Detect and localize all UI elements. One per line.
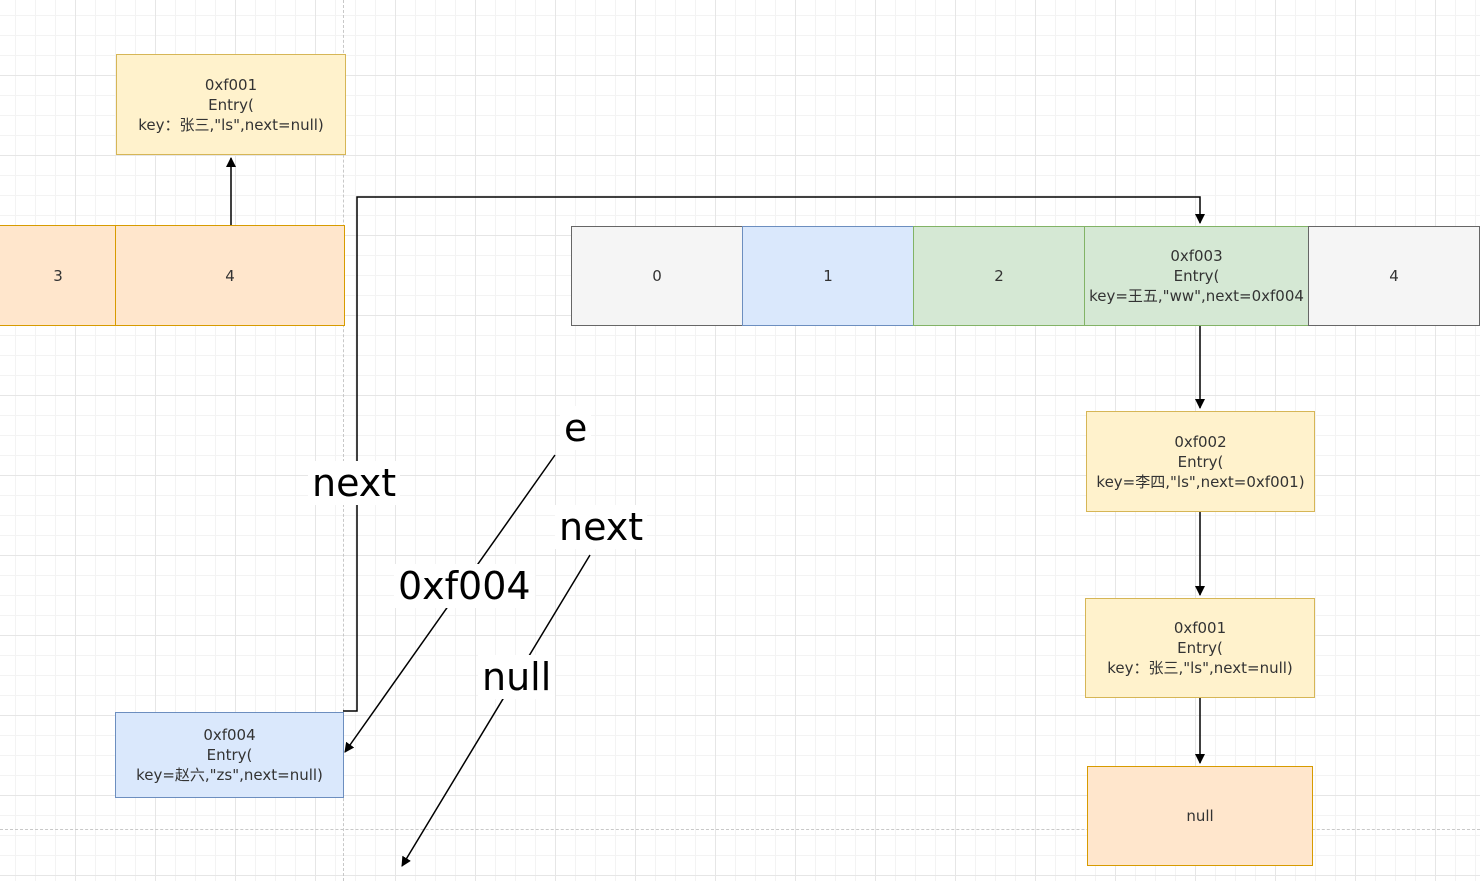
old-table-bucket-4: 4 bbox=[115, 225, 345, 326]
old-table-bucket-3-label: 3 bbox=[53, 266, 63, 285]
entry-0xf002: 0xf002 Entry( key=李四,"ls",next=0xf001) bbox=[1086, 411, 1315, 512]
bucket-3-entry-address: 0xf003 bbox=[1170, 247, 1223, 265]
entry-0xf002-body: key=李四,"ls",next=0xf001) bbox=[1096, 472, 1305, 491]
entry-0xf001-type: Entry( bbox=[1177, 639, 1223, 657]
entry-0xf004-body: key=赵六,"zs",next=null) bbox=[136, 766, 323, 784]
new-table-bucket-1-label: 1 bbox=[823, 267, 833, 285]
new-table-bucket-1: 1 bbox=[742, 226, 914, 326]
edge-label-null: null bbox=[478, 655, 556, 699]
bucket-3-entry-body: key=王五,"ww",next=0xf004 bbox=[1089, 287, 1304, 305]
new-table-bucket-0: 0 bbox=[571, 226, 743, 326]
new-table-bucket-2: 2 bbox=[913, 226, 1085, 326]
null-box-label: null bbox=[1186, 807, 1214, 825]
edge-label-next-1: next bbox=[308, 461, 401, 505]
edge-label-next-2: next bbox=[555, 505, 648, 549]
old-table-bucket-4-label: 4 bbox=[225, 266, 235, 285]
entry-0xf001-old: 0xf001 Entry( key：张三,"ls",next=null) bbox=[116, 54, 346, 155]
page-guide-vertical bbox=[343, 0, 344, 881]
new-table-bucket-3: 0xf003 Entry( key=王五,"ww",next=0xf004 bbox=[1084, 226, 1309, 326]
entry-0xf004: 0xf004 Entry( key=赵六,"zs",next=null) bbox=[115, 712, 344, 798]
null-box: null bbox=[1087, 766, 1313, 866]
entry-0xf001-body: key：张三,"ls",next=null) bbox=[1107, 659, 1293, 677]
entry-0xf002-type: Entry( bbox=[1177, 452, 1224, 471]
edge-label-address-0xf004: 0xf004 bbox=[394, 564, 535, 608]
entry-0xf001-old-address: 0xf001 bbox=[204, 75, 258, 94]
new-table-bucket-0-label: 0 bbox=[652, 267, 662, 285]
new-table-bucket-2-label: 2 bbox=[994, 267, 1004, 285]
bucket-3-entry-type: Entry( bbox=[1173, 267, 1220, 285]
entry-0xf001-old-type: Entry( bbox=[208, 95, 254, 114]
entry-0xf001-old-body: key：张三,"ls",next=null) bbox=[138, 115, 324, 134]
entry-0xf004-type: Entry( bbox=[206, 746, 253, 764]
entry-0xf002-address: 0xf002 bbox=[1174, 432, 1227, 451]
new-table-bucket-4: 4 bbox=[1308, 226, 1480, 326]
arrow-next-to-null bbox=[401, 554, 591, 867]
page-guide-horizontal bbox=[0, 829, 1480, 830]
arrow-entry-0xf004-next-to-bucket3 bbox=[343, 196, 1205, 712]
entry-0xf001-address: 0xf001 bbox=[1173, 619, 1227, 637]
entry-0xf001: 0xf001 Entry( key：张三,"ls",next=null) bbox=[1085, 598, 1315, 698]
entry-0xf004-address: 0xf004 bbox=[203, 726, 256, 744]
old-table-bucket-3: 3 bbox=[0, 225, 116, 326]
new-table-bucket-4-label: 4 bbox=[1389, 267, 1399, 285]
edge-label-e: e bbox=[560, 406, 592, 450]
